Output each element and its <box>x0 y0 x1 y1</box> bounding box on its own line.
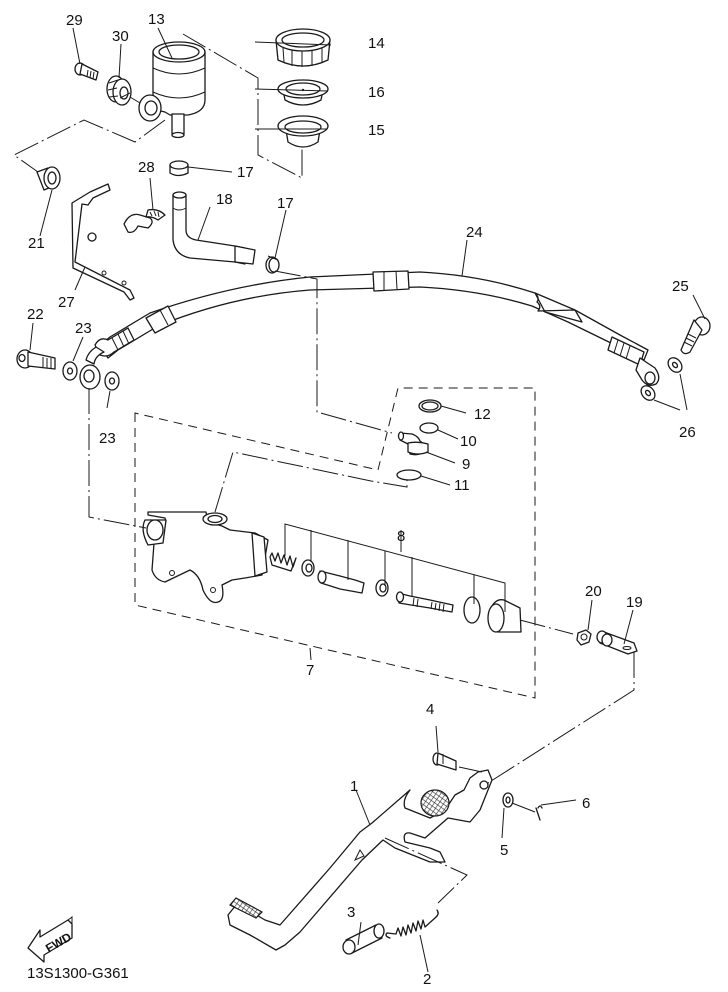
callout-11: 11 <box>454 477 470 494</box>
callout-6: 6 <box>582 795 590 812</box>
callout-1: 1 <box>350 778 358 795</box>
callout-22: 22 <box>27 306 44 323</box>
plate <box>277 79 329 106</box>
callout-19: 19 <box>626 594 643 611</box>
collar <box>36 166 61 191</box>
gasket-right-upper <box>667 357 683 373</box>
leader-lines <box>29 27 706 973</box>
callout-26: 26 <box>679 424 696 441</box>
chain-lines <box>13 33 635 904</box>
washer <box>502 792 514 808</box>
brake-pedal <box>227 769 493 951</box>
collar-lower <box>342 923 385 955</box>
callout-8: 8 <box>397 528 405 545</box>
callout-12: 12 <box>474 406 491 423</box>
return-spring <box>385 909 439 939</box>
callout-13: 13 <box>148 11 165 28</box>
gasket-left <box>62 361 78 381</box>
hose-clip-lower <box>265 255 280 274</box>
union-bolt-left <box>16 349 56 370</box>
callout-23-left: 23 <box>75 320 92 337</box>
pin <box>432 752 457 771</box>
callout-4: 4 <box>426 701 434 718</box>
fwd-arrow-icon: FWD <box>27 916 74 963</box>
callout-2: 2 <box>423 971 431 988</box>
callout-27: 27 <box>58 294 75 311</box>
bolt <box>74 62 99 81</box>
master-cylinder-body <box>142 511 269 604</box>
callout-7: 7 <box>306 662 314 679</box>
nut <box>576 629 592 646</box>
diaphragm <box>277 115 329 148</box>
callout-14: 14 <box>368 35 385 52</box>
union-bolt-right <box>680 316 711 355</box>
callout-30: 30 <box>112 28 129 45</box>
callout-17-lower: 17 <box>277 195 294 212</box>
callout-17-upper: 17 <box>237 164 254 181</box>
callout-25: 25 <box>672 278 689 295</box>
callout-24: 24 <box>466 224 483 241</box>
drawing-code: 13S1300-G361 <box>27 965 129 982</box>
gasket-right-lower <box>640 385 656 401</box>
callout-23-right: 23 <box>99 430 116 447</box>
callout-21: 21 <box>28 235 45 252</box>
bracket <box>71 183 135 301</box>
reservoir-hose <box>172 191 256 265</box>
gasket-right <box>104 371 120 391</box>
callout-3: 3 <box>347 904 355 921</box>
callout-18: 18 <box>216 191 233 208</box>
callout-15: 15 <box>368 122 385 139</box>
callout-10: 10 <box>460 433 477 450</box>
callout-29: 29 <box>66 12 83 29</box>
damper <box>106 75 132 106</box>
callout-28: 28 <box>138 159 155 176</box>
hose-holder <box>123 208 166 234</box>
callout-5: 5 <box>500 842 508 859</box>
cotter-pin <box>535 805 543 821</box>
master-cylinder-internals <box>269 552 522 633</box>
reservoir-tank <box>138 41 206 139</box>
hose-clip-upper <box>169 160 189 177</box>
hose-joint-parts <box>396 399 442 481</box>
callout-20: 20 <box>585 583 602 600</box>
callout-labels: 1 2 3 4 5 6 7 8 9 10 11 12 13 14 16 15 1… <box>27 11 696 988</box>
joint <box>596 630 638 655</box>
callout-9: 9 <box>462 456 470 473</box>
callout-16: 16 <box>368 84 385 101</box>
reservoir-cap <box>275 28 331 67</box>
brake-hose <box>79 270 660 390</box>
